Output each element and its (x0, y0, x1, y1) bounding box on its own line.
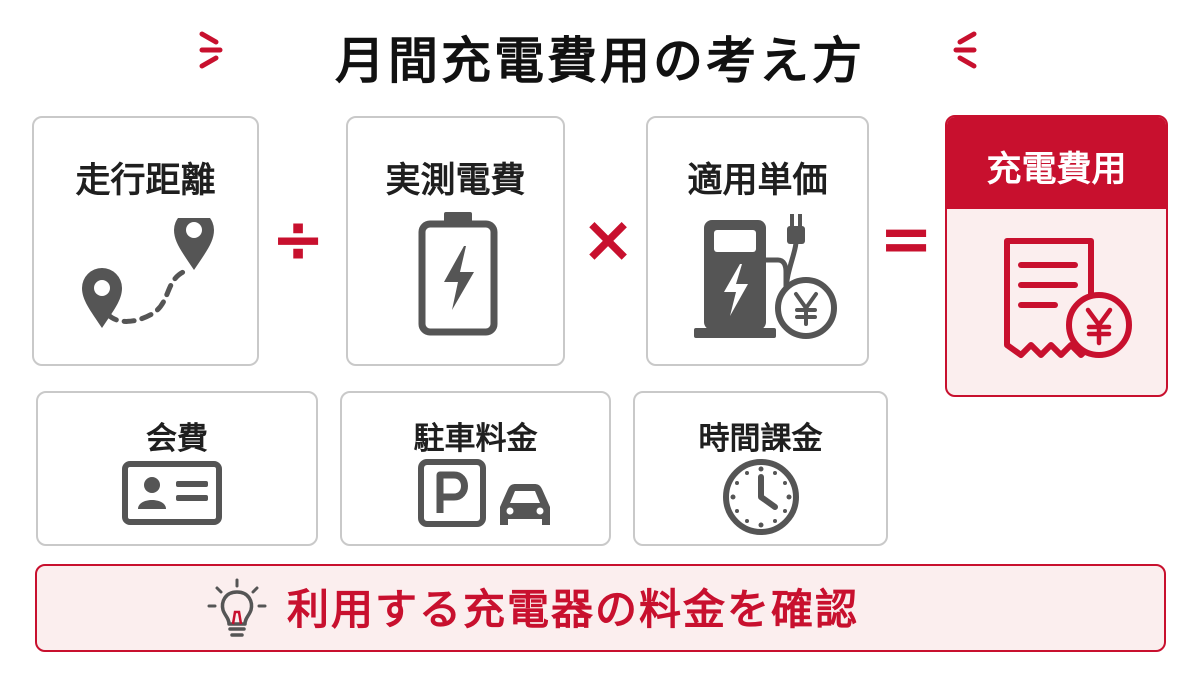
route-map-icon (82, 218, 214, 328)
banner-text: 利用する充電器の料金を確認 (287, 585, 860, 634)
extra-card-parking: 駐車料金 (340, 391, 611, 546)
member-card-icon (122, 461, 222, 525)
card-label-unit-price: 適用単価 (687, 161, 828, 201)
formula-card-distance: 走行距離 (32, 116, 259, 366)
extra-label-membership: 会費 (146, 421, 208, 457)
extra-card-membership: 会費 (36, 391, 318, 546)
formula-card-efficiency: 実測電費 (346, 116, 565, 366)
formula-card-unit-price: 適用単価 (646, 116, 869, 366)
clock-icon (723, 459, 799, 535)
charging-station-yen-icon (694, 214, 837, 339)
lightbulb-icon (207, 578, 267, 637)
equals-operator: = (879, 203, 933, 277)
left-burst-icon (199, 31, 223, 69)
parking-car-icon (418, 459, 550, 527)
extra-label-time-charge: 時間課金 (698, 421, 823, 457)
divide-operator: ÷ (271, 203, 325, 277)
result-label: 充電費用 (947, 117, 1166, 209)
extra-card-time-charge: 時間課金 (633, 391, 888, 546)
card-label-distance: 走行距離 (75, 161, 216, 201)
right-burst-icon (953, 31, 977, 69)
battery-charging-icon (418, 212, 498, 336)
card-label-efficiency: 実測電費 (385, 161, 526, 201)
page-title: 月間充電費用の考え方 (335, 32, 865, 90)
extra-label-parking: 駐車料金 (413, 421, 538, 457)
tip-banner: 利用する充電器の料金を確認 (35, 564, 1166, 652)
multiply-operator: × (581, 203, 635, 277)
receipt-yen-icon (1004, 238, 1132, 358)
result-card-charging-cost: 充電費用 (945, 115, 1168, 397)
